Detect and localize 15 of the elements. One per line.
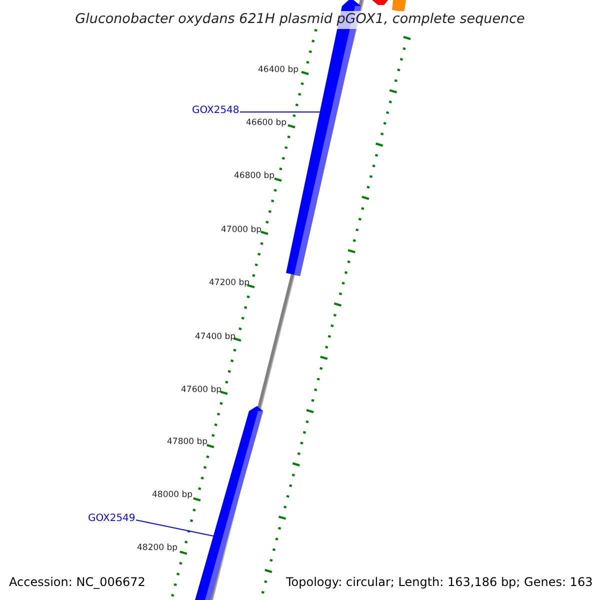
tick-label: 46800 bp — [234, 172, 275, 180]
tick-label: 48200 bp — [137, 544, 178, 552]
leader-line — [136, 520, 214, 536]
tick-label: 47000 bp — [221, 226, 262, 234]
gene-label: GOX2548 — [192, 106, 240, 116]
tick-label: 46600 bp — [246, 119, 287, 128]
tick-label: 47400 bp — [195, 333, 236, 342]
tick-label: 47800 bp — [167, 438, 208, 446]
gene-label: GOX2549 — [88, 514, 136, 524]
info-text: Topology: circular; Length: 163,186 bp; Genes: 163 — [286, 576, 593, 588]
tick-label: 47200 bp — [209, 279, 250, 288]
tick-label: 46400 bp — [258, 66, 299, 74]
tick-label: 47600 bp — [181, 386, 222, 394]
info-text: Accession: NC_006672 — [9, 576, 146, 588]
gene-arrow — [195, 406, 263, 600]
